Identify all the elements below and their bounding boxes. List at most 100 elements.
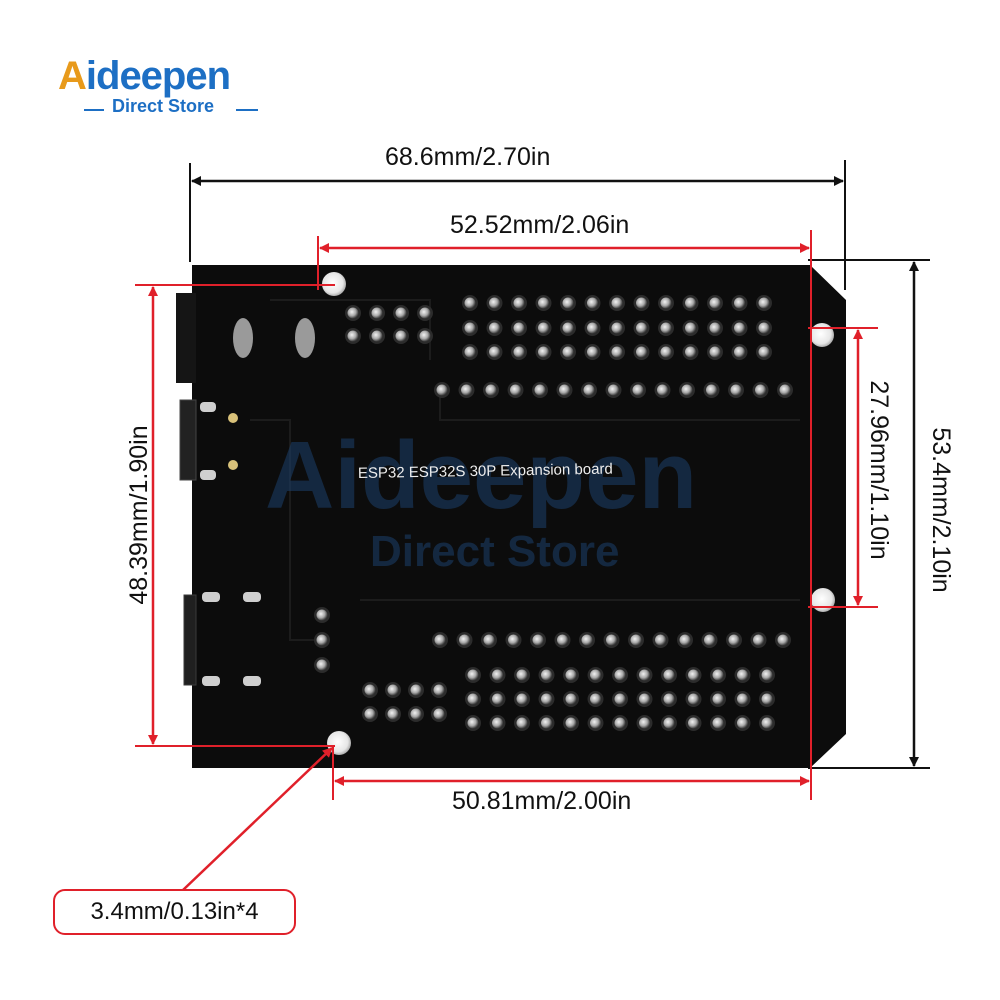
pin (565, 717, 577, 729)
pin (464, 297, 476, 309)
pin (387, 684, 399, 696)
dim-left-height: 48.39mm/1.90in (125, 425, 153, 605)
pin (583, 384, 595, 396)
pin (559, 384, 570, 396)
smd-pad (200, 402, 216, 412)
pin (387, 708, 399, 720)
smd-pad (200, 470, 216, 480)
pin (590, 669, 601, 681)
pin (660, 346, 672, 358)
pcb-traces (250, 299, 800, 641)
brand-logo: Aideepen Direct Store (58, 52, 278, 122)
pin (562, 346, 574, 358)
pin (492, 669, 503, 681)
pin (433, 684, 445, 696)
pin (639, 717, 650, 729)
pin (685, 346, 696, 358)
dc-jack (176, 293, 196, 383)
pin (761, 693, 773, 705)
mounting-hole (810, 323, 834, 347)
pin (557, 634, 568, 646)
hole-callout-leader (182, 747, 333, 891)
smd-pad (243, 676, 261, 686)
smd-pad (202, 592, 220, 602)
pin (639, 669, 650, 681)
pin (464, 346, 476, 358)
pin (758, 322, 770, 334)
pin (516, 669, 528, 681)
pin (688, 669, 699, 681)
pin (663, 669, 675, 681)
pin (614, 717, 626, 729)
pin (371, 307, 383, 319)
pin (639, 693, 650, 705)
pin (779, 384, 791, 396)
pin (685, 297, 696, 309)
pin (489, 322, 500, 334)
pin (347, 330, 359, 342)
pin (395, 307, 407, 319)
brand-name: Aideepen (58, 54, 231, 98)
pin (660, 297, 672, 309)
pin (688, 717, 699, 729)
pin (395, 330, 407, 342)
pin (734, 346, 745, 358)
pin (516, 717, 528, 729)
pin (737, 717, 748, 729)
pin (590, 693, 601, 705)
silkscreen-label: ESP32 ESP32S 30P Expansion board (358, 461, 613, 482)
pin (777, 634, 789, 646)
pin (541, 717, 552, 729)
pin (510, 384, 521, 396)
pin (436, 384, 448, 396)
pin (492, 693, 503, 705)
mounting-hole (811, 588, 835, 612)
smd-pad (243, 592, 261, 602)
pin (611, 346, 623, 358)
pin (513, 322, 525, 334)
pin (737, 693, 748, 705)
dim-top-span: 52.52mm/2.06in (450, 211, 630, 239)
pin (541, 693, 552, 705)
logo-rule-left (84, 109, 104, 111)
dim-overall-height: 53.4mm/2.10in (927, 427, 955, 593)
pin (565, 669, 577, 681)
pin (606, 634, 617, 646)
pin (489, 346, 500, 358)
header-pins (314, 295, 793, 731)
pin (562, 297, 574, 309)
side-connector (183, 594, 197, 686)
pin (712, 669, 724, 681)
pin (614, 693, 626, 705)
pin (461, 384, 472, 396)
pin (712, 693, 724, 705)
pin (419, 330, 431, 342)
pin (565, 693, 577, 705)
pin (704, 634, 715, 646)
usb-port (179, 399, 197, 481)
pin (660, 322, 672, 334)
pin (364, 684, 376, 696)
pin (712, 717, 724, 729)
pin (761, 669, 773, 681)
pin (737, 669, 748, 681)
dim-overall-width: 68.6mm/2.70in (385, 143, 551, 171)
pin (513, 346, 525, 358)
pin (541, 669, 552, 681)
pin (467, 669, 479, 681)
pin (485, 384, 497, 396)
pin (688, 693, 699, 705)
pin (632, 384, 644, 396)
pin (728, 634, 740, 646)
pin (371, 330, 383, 342)
pin (758, 346, 770, 358)
dim-bottom-span: 50.81mm/2.00in (452, 787, 632, 815)
pin (636, 346, 647, 358)
pin (581, 634, 593, 646)
pin (316, 609, 328, 621)
dim-right-height: 27.96mm/1.10in (865, 380, 893, 560)
pin (706, 384, 717, 396)
pin (508, 634, 519, 646)
pin (587, 346, 598, 358)
